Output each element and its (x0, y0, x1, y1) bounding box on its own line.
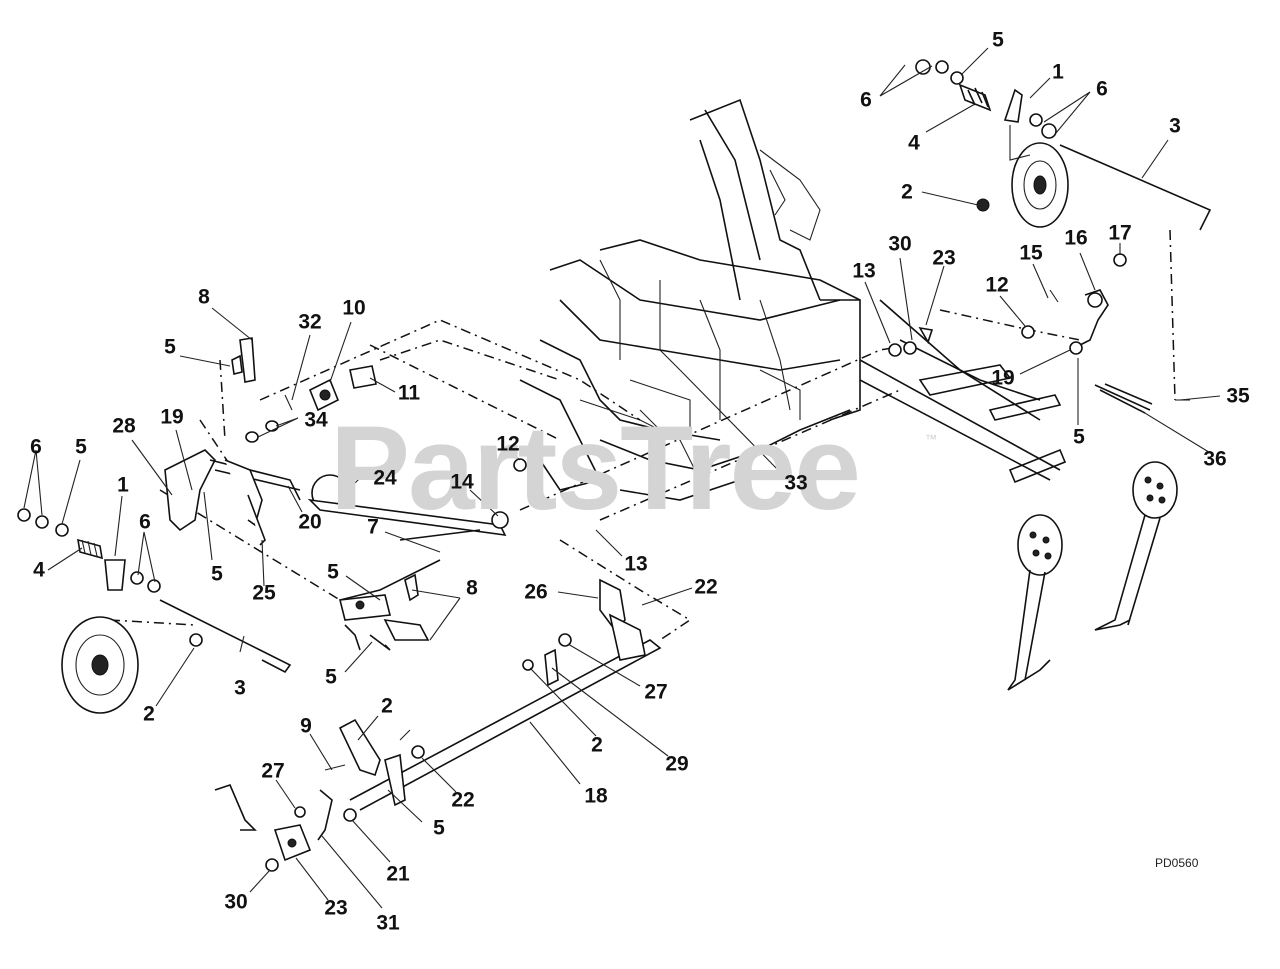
callout-11[interactable]: 11 (397, 381, 421, 405)
leader-lines (23, 47, 1221, 909)
callout-19[interactable]: 19 (160, 405, 184, 429)
callout-30[interactable]: 21 (386, 862, 410, 886)
right-pulley-assembly (888, 59, 1212, 414)
callout-22[interactable]: 9 (300, 714, 312, 738)
callout-28[interactable]: 28 (112, 414, 136, 438)
callout-31[interactable]: 23 (324, 896, 348, 920)
callout-6[interactable]: 6 (30, 435, 42, 459)
callout-15[interactable]: 15 (1019, 241, 1043, 265)
callout-6[interactable]: 6 (1096, 77, 1108, 101)
callout-13[interactable]: 13 (852, 259, 876, 283)
callout-5[interactable]: 5 (164, 335, 176, 359)
callout-18[interactable]: 18 (584, 784, 608, 808)
callout-8[interactable]: 8 (466, 576, 478, 600)
left-linkage (17, 337, 527, 714)
callout-26[interactable]: 26 (524, 580, 548, 604)
callout-1[interactable]: 1 (117, 473, 129, 497)
drawing-code: PD0560 (1155, 856, 1199, 870)
callout-27[interactable]: 27 (644, 680, 668, 704)
callout-2[interactable]: 2 (591, 733, 603, 757)
pedals (1007, 461, 1178, 691)
callout-23[interactable]: 30 (224, 890, 248, 914)
callout-3[interactable]: 3 (1169, 114, 1181, 138)
callout-34[interactable]: 34 (304, 408, 328, 432)
callout-8[interactable]: 8 (198, 285, 210, 309)
callout-12[interactable]: 12 (496, 432, 520, 456)
callout-6[interactable]: 6 (860, 88, 872, 112)
callout-17[interactable]: 17 (1108, 221, 1132, 245)
callout-29[interactable]: 29 (665, 752, 689, 776)
callout-8[interactable]: 31 (376, 911, 400, 935)
callout-5[interactable]: 5 (211, 562, 223, 586)
callout-4[interactable]: 4 (33, 558, 45, 582)
callout-5[interactable]: 5 (992, 28, 1004, 52)
callout-14[interactable]: 14 (450, 470, 474, 494)
watermark-trademark: ™ (925, 432, 937, 446)
callout-20[interactable]: 20 (298, 510, 322, 534)
callout-36[interactable]: 36 (1203, 447, 1227, 471)
callout-22[interactable]: 22 (694, 575, 718, 599)
callout-27[interactable]: 22 (451, 788, 475, 812)
callout-25[interactable]: 25 (252, 581, 276, 605)
callout-35[interactable]: 35 (1226, 384, 1250, 408)
callout-5[interactable]: 5 (327, 560, 339, 584)
chassis-frame (519, 98, 1067, 501)
callout-1[interactable]: 1 (1052, 60, 1064, 84)
callout-2[interactable]: 2 (901, 180, 913, 204)
callout-3[interactable]: 3 (234, 676, 246, 700)
callout-10[interactable]: 10 (342, 296, 366, 320)
callout-5[interactable]: 5 (1073, 425, 1085, 449)
callout-33[interactable]: 33 (784, 471, 808, 495)
lower-linkage (214, 578, 662, 872)
callout-9[interactable]: 2 (381, 694, 393, 718)
callout-5[interactable]: 5 (325, 665, 337, 689)
callout-4[interactable]: 4 (908, 131, 920, 155)
callout-7[interactable]: 7 (367, 515, 379, 539)
callout-12[interactable]: 12 (985, 273, 1009, 297)
callout-32[interactable]: 32 (298, 310, 322, 334)
callout-6[interactable]: 6 (139, 510, 151, 534)
callout-13[interactable]: 13 (624, 552, 648, 576)
callout-2[interactable]: 2 (143, 702, 155, 726)
callout-16[interactable]: 16 (1064, 226, 1088, 250)
callout-24[interactable]: 24 (373, 466, 397, 490)
callout-21[interactable]: 5 (433, 816, 445, 840)
callout-5[interactable]: 5 (75, 435, 87, 459)
callout-30[interactable]: 30 (888, 232, 912, 256)
callout-19[interactable]: 19 (991, 366, 1015, 390)
watermark-text: PartsTree (330, 401, 861, 535)
callout-5[interactable]: 27 (261, 759, 285, 783)
callout-23[interactable]: 23 (932, 246, 956, 270)
